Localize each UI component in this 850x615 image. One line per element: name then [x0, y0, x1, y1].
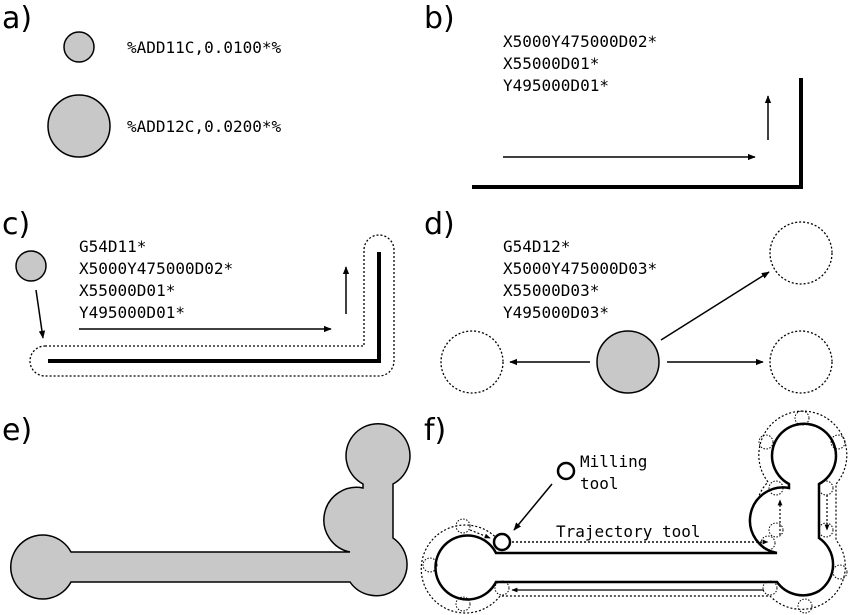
panel-d-flash-center [596, 330, 660, 394]
tool-position [455, 518, 471, 534]
panel-b: b) X5000Y475000D02* X55000D01* Y495000D0… [424, 1, 803, 189]
panel-d-flash-right [769, 330, 833, 394]
panel-f-trajectory-label: Trajectory tool [556, 522, 701, 541]
panel-d-code-line-4: Y495000D03* [503, 303, 609, 322]
panel-d: d) G54D12* X5000Y475000D03* X55000D03* Y… [424, 207, 833, 394]
panel-c-code-line-1: G54D11* [79, 237, 146, 256]
panel-e-label: e) [2, 413, 32, 448]
tool-position [797, 598, 813, 614]
tool-position [758, 434, 774, 450]
panel-d-code-line-3: X55000D03* [503, 281, 599, 300]
panel-f-board-outline [434, 422, 838, 601]
tool-position [768, 480, 784, 496]
panel-c-clearance-outline [29, 234, 395, 377]
panel-e-copper-shape [10, 423, 411, 600]
panel-b-label: b) [424, 1, 455, 36]
panel-b-code-line-1: X5000Y475000D02* [503, 32, 657, 51]
tool-position [494, 580, 510, 596]
panel-f-milling-tool-start [492, 532, 512, 552]
panel-f-milling-tool-label-line-1: Milling [580, 452, 647, 471]
tool-position [762, 580, 778, 596]
panel-c-code-line-4: Y495000D01* [79, 303, 185, 322]
panel-b-code-line-2: X55000D01* [503, 54, 599, 73]
panel-c-label: c) [2, 207, 30, 242]
tool-position [832, 564, 848, 580]
panel-a: a) %ADD11C,0.0100*% %ADD12C,0.0200*% [2, 1, 281, 158]
panel-b-trace [472, 78, 803, 189]
tool-position [768, 522, 784, 538]
panel-c-trace [48, 252, 381, 363]
tool-position [422, 557, 438, 573]
panel-f-label: f) [424, 413, 446, 448]
panel-c: c) G54D11* X5000Y475000D02* X55000D01* Y… [2, 207, 395, 377]
panel-f-milling-tool-arrow [513, 483, 553, 531]
aperture-d12-code: %ADD12C,0.0200*% [127, 117, 281, 136]
aperture-d12-pad [47, 94, 111, 158]
panel-d-code-line-2: X5000Y475000D03* [503, 259, 657, 278]
tool-position [760, 535, 776, 551]
panel-d-label: d) [424, 207, 455, 242]
panel-d-arrow-up-right [660, 271, 770, 341]
panel-b-code-line-3: Y495000D01* [503, 76, 609, 95]
panel-f-milling-tool-icon [556, 461, 576, 481]
tool-position [818, 480, 834, 496]
panel-d-flash-left [440, 330, 504, 394]
panel-c-code-line-3: X55000D01* [79, 281, 175, 300]
panel-f-tool-positions [422, 410, 848, 614]
aperture-d11-pad [63, 31, 95, 63]
panel-f-trajectory-arrow-top-left [469, 529, 491, 539]
panel-c-code-line-2: X5000Y475000D02* [79, 259, 233, 278]
tool-position [830, 434, 846, 450]
tool-position [818, 522, 834, 538]
panel-a-label: a) [2, 1, 32, 36]
panel-e: e) [2, 413, 411, 600]
panel-d-flash-top-right [769, 221, 833, 285]
panel-f: f) [420, 410, 848, 614]
panel-c-arrow-to-start [35, 289, 46, 339]
tool-position [455, 596, 471, 612]
panel-c-tool-pad [15, 250, 47, 282]
aperture-d11-code: %ADD11C,0.0100*% [127, 38, 281, 57]
panel-d-code-line-1: G54D12* [503, 237, 570, 256]
panel-f-milling-tool-label-line-2: tool [580, 474, 619, 493]
tool-position [794, 410, 810, 426]
